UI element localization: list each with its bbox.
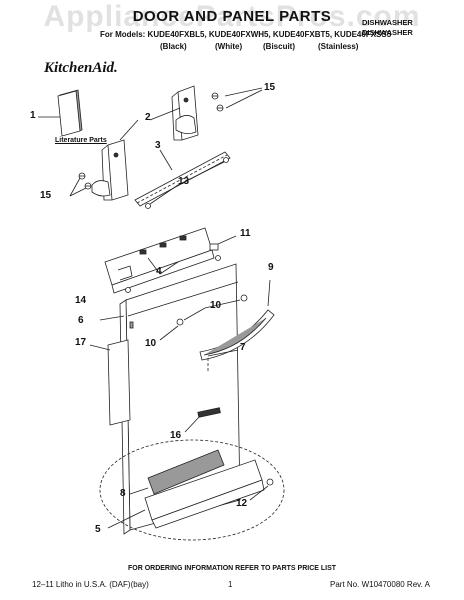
callout-1: 1	[30, 110, 36, 121]
footer-litho: 12–11 Litho in U.S.A. (DAF)(bay)	[32, 580, 149, 589]
callout-15-left: 15	[40, 190, 52, 201]
callout-3: 3	[155, 140, 161, 151]
callout-15-top: 15	[264, 82, 276, 93]
door-handle	[199, 309, 275, 361]
footer-page-number: 1	[228, 580, 233, 589]
footer-part-number: Part No. W10470080 Rev. A	[330, 580, 430, 589]
left-hinge-bracket	[91, 139, 129, 201]
color-biscuit: (Biscuit)	[263, 42, 295, 51]
callout-4: 4	[156, 266, 162, 277]
kitchenaid-logo: KitchenAid.	[44, 60, 118, 76]
callout-11: 11	[240, 228, 251, 239]
vent-strip	[134, 151, 231, 207]
literature-booklet	[57, 89, 83, 137]
header-right-line-2: DISHWASHER	[362, 28, 413, 37]
right-hinge-bracket	[171, 85, 199, 141]
screws-top-right	[211, 92, 224, 112]
page-title: DOOR AND PANEL PARTS	[132, 8, 332, 25]
callout-7: 7	[240, 342, 246, 353]
callout-12: 12	[236, 498, 248, 509]
screws-bottom-left	[78, 172, 92, 190]
callout-10-left: 10	[145, 338, 157, 349]
callout-10-right: 10	[210, 300, 222, 311]
header-right-line-1: DISHWASHER	[362, 18, 413, 27]
callout-8: 8	[120, 488, 126, 499]
color-stainless: (Stainless)	[318, 42, 359, 51]
color-white: (White)	[215, 42, 243, 51]
callout-17: 17	[75, 337, 87, 348]
callout-9: 9	[268, 262, 274, 273]
insulation-pad	[107, 339, 131, 426]
callout-2: 2	[145, 112, 151, 123]
models-line: For Models: KUDE40FXBL5, KUDE40FXWH5, KU…	[100, 30, 392, 39]
callout-14: 14	[75, 295, 87, 306]
callout-5: 5	[95, 524, 101, 535]
color-black: (Black)	[160, 42, 187, 51]
callout-16: 16	[170, 430, 182, 441]
literature-parts-label: Literature Parts	[55, 137, 107, 144]
ordering-note: FOR ORDERING INFORMATION REFER TO PARTS …	[127, 565, 337, 572]
callout-13: 13	[178, 176, 190, 187]
callout-6: 6	[78, 315, 84, 326]
toe-kick-panel	[99, 439, 285, 541]
